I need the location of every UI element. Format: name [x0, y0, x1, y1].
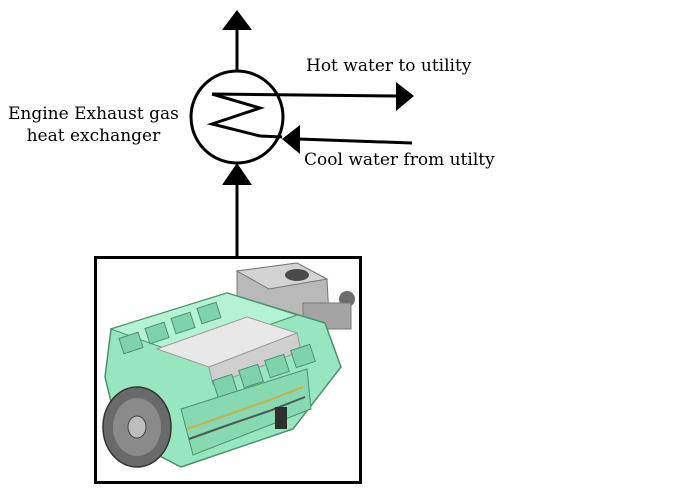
cool-water-label: Cool water from utilty	[304, 150, 495, 170]
exhaust-inlet-arrow	[222, 163, 252, 256]
heat-exchanger-label: Engine Exhaust gas heat exchanger	[8, 103, 179, 147]
hot-water-label: Hot water to utility	[306, 56, 472, 76]
exhaust-outlet-arrow	[222, 10, 252, 72]
heat-exchanger-label-line1: Engine Exhaust gas	[8, 104, 179, 124]
engine-image-frame	[94, 256, 362, 484]
heat-exchanger-label-line2: heat exchanger	[26, 126, 161, 146]
hot-water-arrow	[211, 82, 414, 111]
turbocharger-housing	[235, 262, 355, 330]
cool-water-arrow	[259, 125, 413, 154]
engine-illustration	[102, 262, 355, 468]
flywheel	[102, 386, 172, 468]
heat-exchanger-coil	[206, 92, 266, 138]
